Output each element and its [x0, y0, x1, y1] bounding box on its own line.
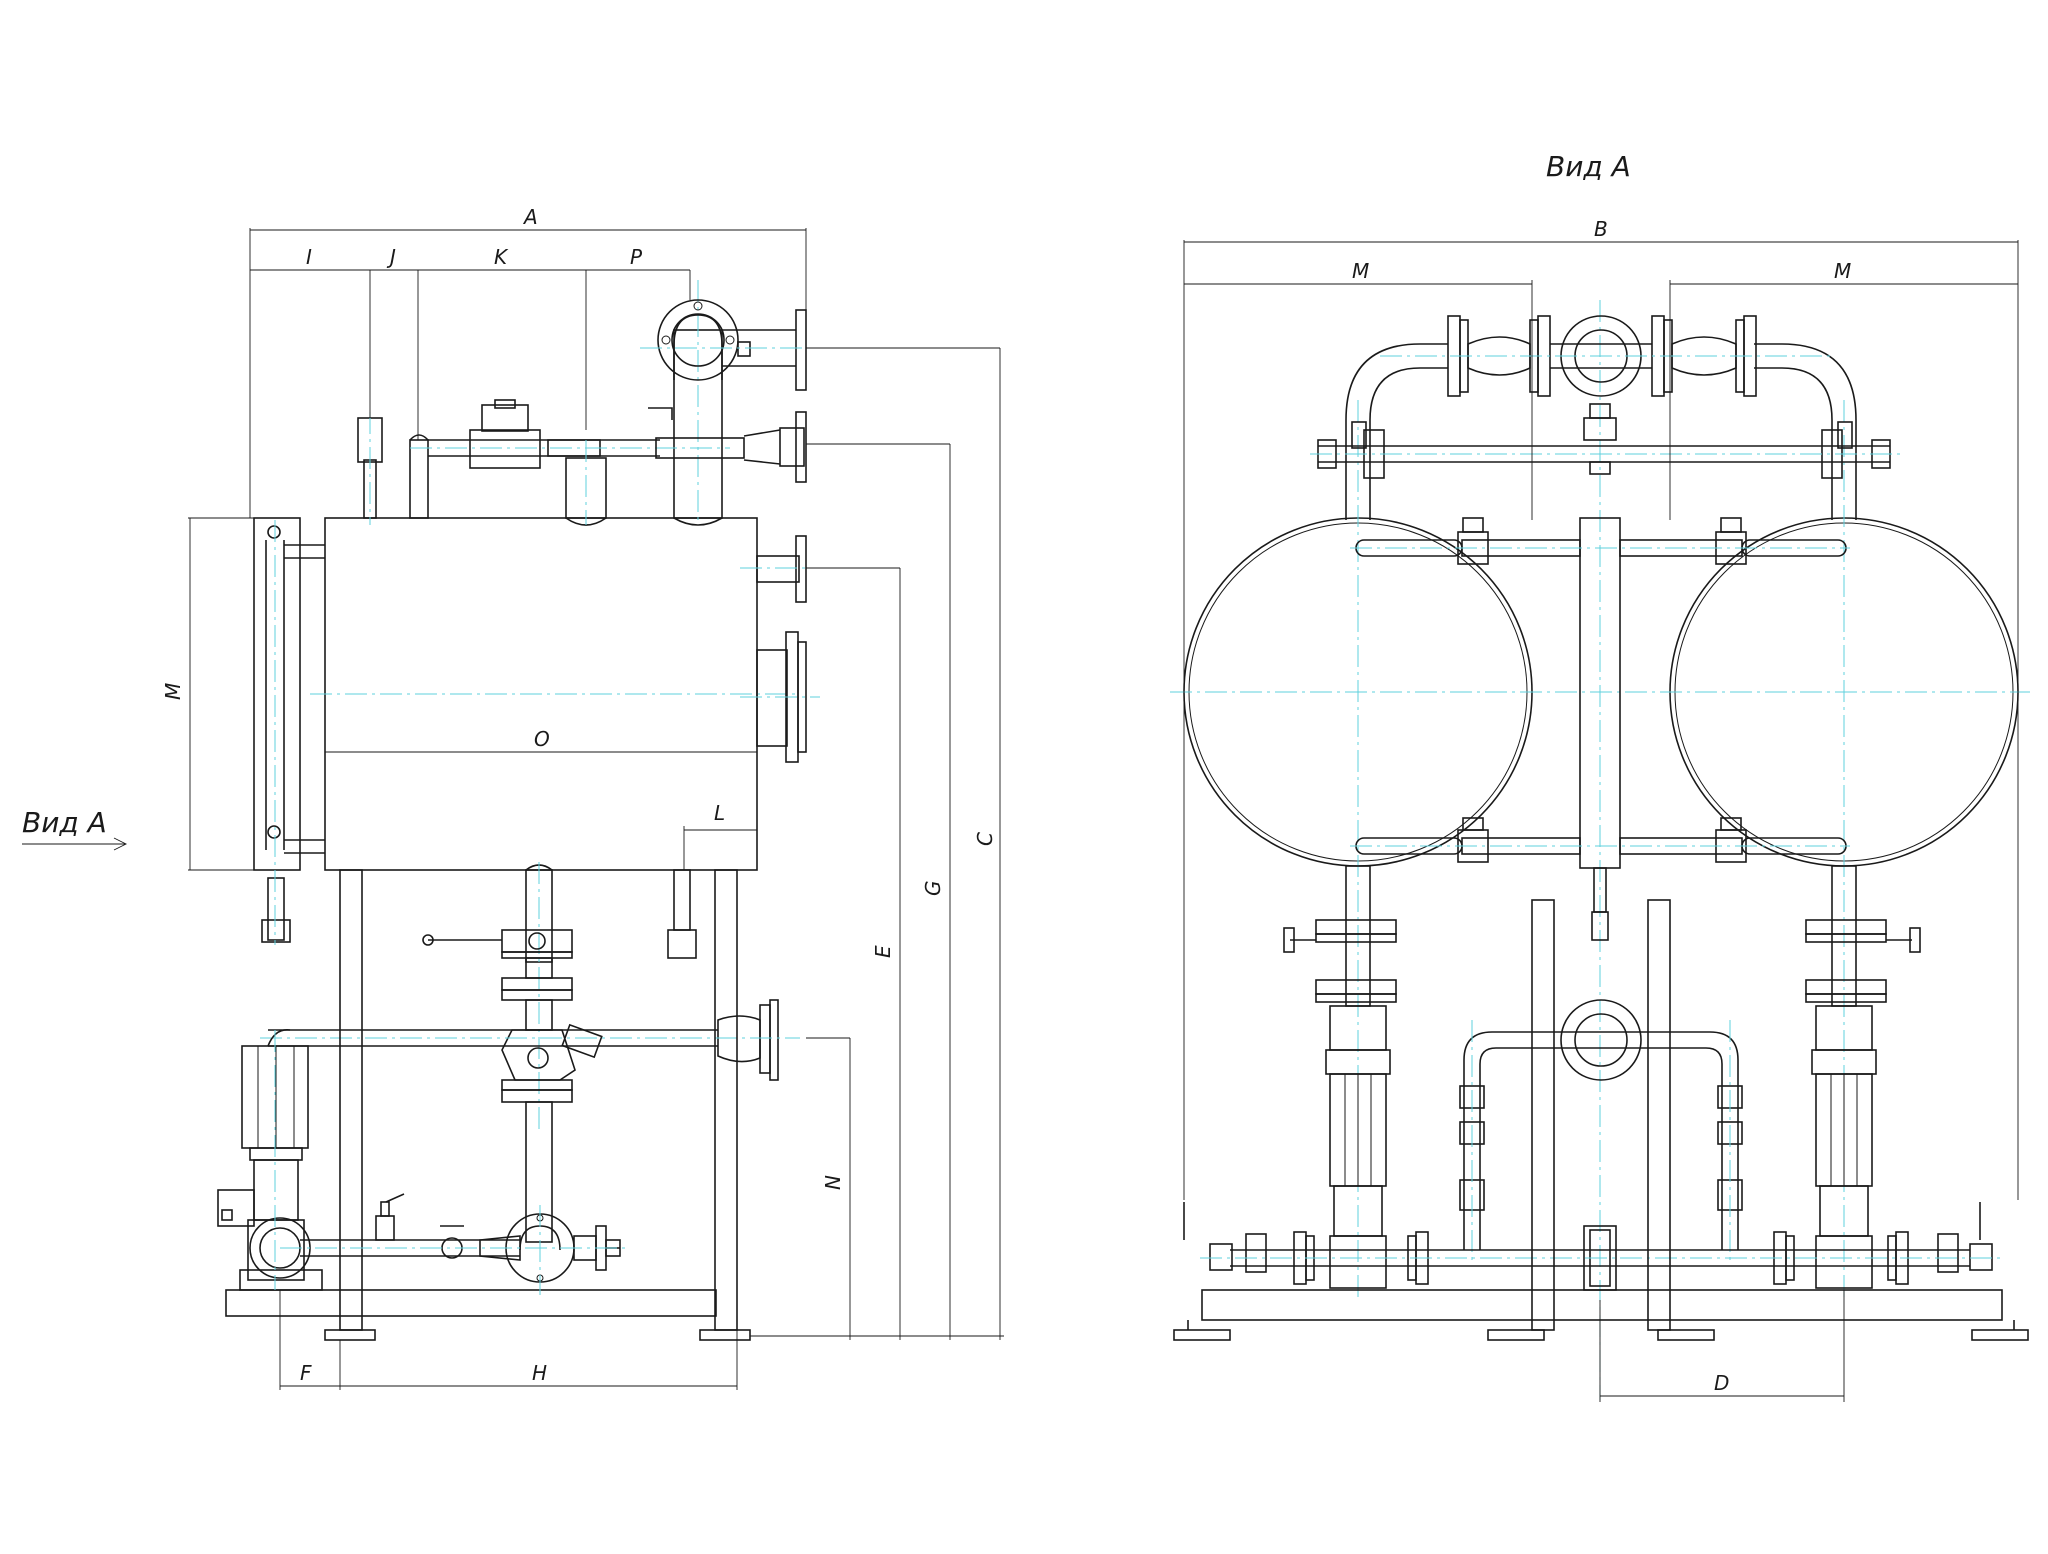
top-nozzles — [357, 280, 807, 526]
bypass-loop — [1459, 999, 1743, 1260]
view-title: Вид А — [1546, 150, 1631, 183]
dim-label-h: H — [532, 1361, 547, 1385]
bottom-outlets — [525, 862, 697, 1130]
top-manifold — [1310, 315, 1900, 520]
left-leg — [1283, 865, 1397, 1289]
dim-label-b: B — [1594, 217, 1608, 241]
top-elbow — [640, 299, 820, 391]
view-a-arrow — [22, 837, 128, 851]
bottom-header — [1200, 1225, 2000, 1291]
dim-label-j: J — [386, 245, 396, 269]
right-nozzles — [740, 535, 820, 763]
mid-pipe — [260, 999, 800, 1081]
bottom-pipe — [280, 1193, 630, 1295]
dim-label-f: F — [300, 1361, 312, 1385]
dim-label-m-left: M — [161, 683, 185, 700]
dimensions-right — [1183, 240, 2019, 1402]
dim-label-a: A — [522, 205, 538, 229]
cross-pipes — [1350, 517, 1850, 863]
dim-label-o: O — [534, 727, 550, 751]
view-a-label: Вид А — [22, 806, 107, 839]
dimensions-left — [188, 228, 1004, 1390]
dim-label-m-right-2: M — [1834, 259, 1851, 283]
dim-label-k: K — [494, 245, 509, 269]
pump — [217, 1029, 323, 1291]
dim-label-p: P — [630, 245, 643, 269]
sight-glass — [253, 517, 325, 945]
right-leg — [1805, 865, 1921, 1289]
front-view: Вид А — [1170, 150, 2030, 1402]
support-frame-right — [1173, 899, 2029, 1341]
valve-stack — [422, 929, 603, 1243]
support-frame — [225, 869, 751, 1341]
dim-label-c: C — [973, 832, 997, 846]
side-view: A I J K P M O L F H N E G C Вид А — [22, 205, 1004, 1390]
dim-label-e: E — [871, 945, 895, 958]
dim-label-i: I — [306, 245, 312, 269]
dim-label-d: D — [1714, 1371, 1729, 1395]
dim-label-m-right-1: M — [1352, 259, 1369, 283]
dim-label-g: G — [921, 881, 945, 897]
dim-label-l: L — [714, 801, 725, 825]
dim-label-n: N — [821, 1175, 845, 1190]
